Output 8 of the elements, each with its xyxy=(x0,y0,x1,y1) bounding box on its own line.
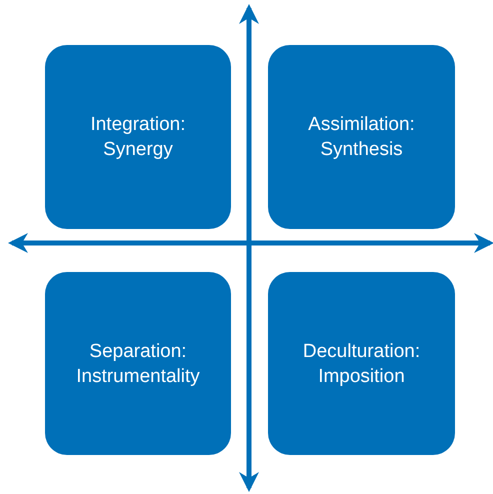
quadrant-label: Deculturation: Imposition xyxy=(302,340,422,388)
quadrant-label: Separation: Instrumentality xyxy=(75,340,201,388)
quadrant-label: Assimilation: Synthesis xyxy=(307,113,416,162)
quadrant-box xyxy=(45,272,231,455)
quadrant-box xyxy=(268,272,455,455)
quadrant-box xyxy=(268,45,455,229)
quadrant-box xyxy=(45,45,231,229)
quadrant-label: Integration: Synergy xyxy=(89,113,187,162)
